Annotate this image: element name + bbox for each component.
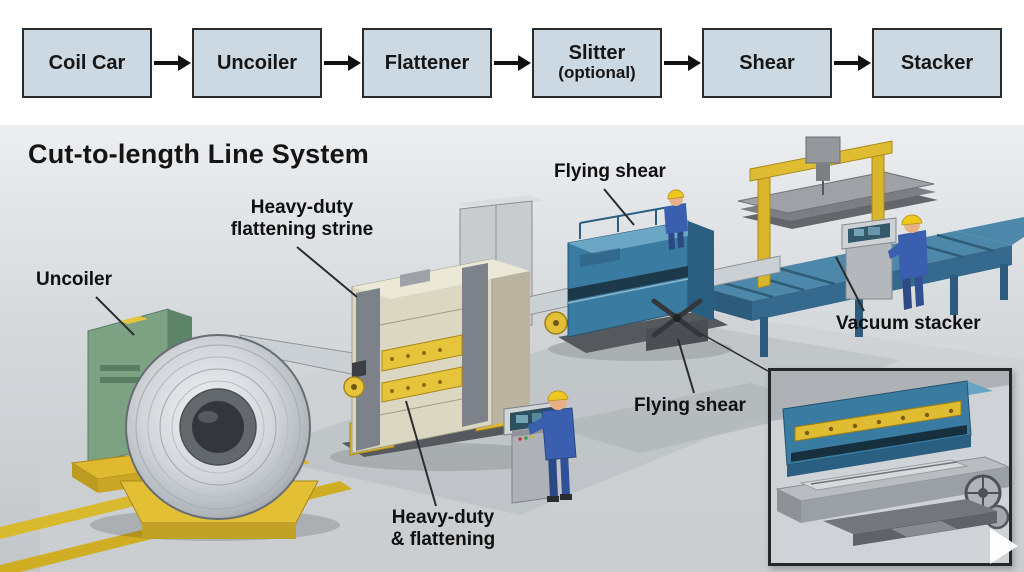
flow-arrow-icon	[493, 54, 531, 71]
flow-step-flattener: Flattener	[362, 27, 492, 98]
uncoiler-leader-line	[95, 296, 135, 336]
flattener-machine	[330, 258, 562, 471]
line-system-illustration: Cut-to-length Line System Uncoiler Heavy…	[0, 125, 1024, 572]
flow-step-label: Slitter	[568, 42, 626, 65]
flow-step-uncoiler: Uncoiler	[192, 27, 322, 98]
flow-arrow-icon	[323, 54, 361, 71]
worker-right	[888, 214, 928, 310]
flow-step-coil-car: Coil Car	[22, 27, 152, 98]
label-uncoiler: Uncoiler	[36, 269, 113, 290]
flow-step-label: Flattener	[384, 51, 470, 74]
flow-step-label: Shear	[739, 51, 795, 74]
flying-shear-top-leader-line	[603, 188, 635, 226]
flattener-bottom-leader-line	[405, 400, 437, 507]
steel-coil	[125, 334, 311, 520]
annotation-lines	[95, 188, 865, 507]
right-control-console	[841, 217, 897, 300]
label-flying-shear-bottom: Flying shear	[634, 395, 746, 416]
flow-step-label: Stacker	[900, 51, 974, 74]
watermark-arrow-icon	[990, 528, 1018, 564]
flow-arrow-icon	[153, 54, 191, 71]
label-flattener-top: Heavy-duty flattening strine	[230, 197, 374, 241]
steel-strip	[239, 255, 781, 378]
inset-connector-line	[699, 332, 769, 372]
flow-step-label: Coil Car	[48, 51, 126, 74]
process-flowchart: Coil Car Uncoiler Flattener Slitter (opt…	[0, 0, 1024, 125]
shear-scissor-mechanism	[646, 298, 708, 351]
worker-on-shear	[664, 189, 688, 250]
flow-step-slitter: Slitter (optional)	[532, 27, 662, 98]
flow-step-shear: Shear	[702, 27, 832, 98]
flow-step-label: Uncoiler	[216, 51, 298, 74]
shear-detail-inset	[768, 368, 1012, 566]
flow-step-stacker: Stacker	[872, 27, 1002, 98]
flow-arrow-icon	[663, 54, 701, 71]
shear-detail-illustration	[771, 371, 1009, 563]
sheet-stack	[737, 171, 938, 229]
vacuum-stacker-leader-line	[835, 256, 865, 312]
diagram-title: Cut-to-length Line System	[28, 139, 369, 169]
worker-operator	[528, 390, 577, 502]
label-flattener-bottom: Heavy-duty & flattening	[390, 507, 496, 551]
flow-arrow-icon	[833, 54, 871, 71]
label-flying-shear-top: Flying shear	[554, 161, 666, 182]
flow-step-sublabel: (optional)	[558, 63, 636, 83]
label-vacuum-stacker: Vacuum stacker	[836, 313, 981, 334]
flying-shear-bottom-leader-line	[677, 338, 695, 394]
flattener-top-leader-line	[296, 246, 358, 298]
